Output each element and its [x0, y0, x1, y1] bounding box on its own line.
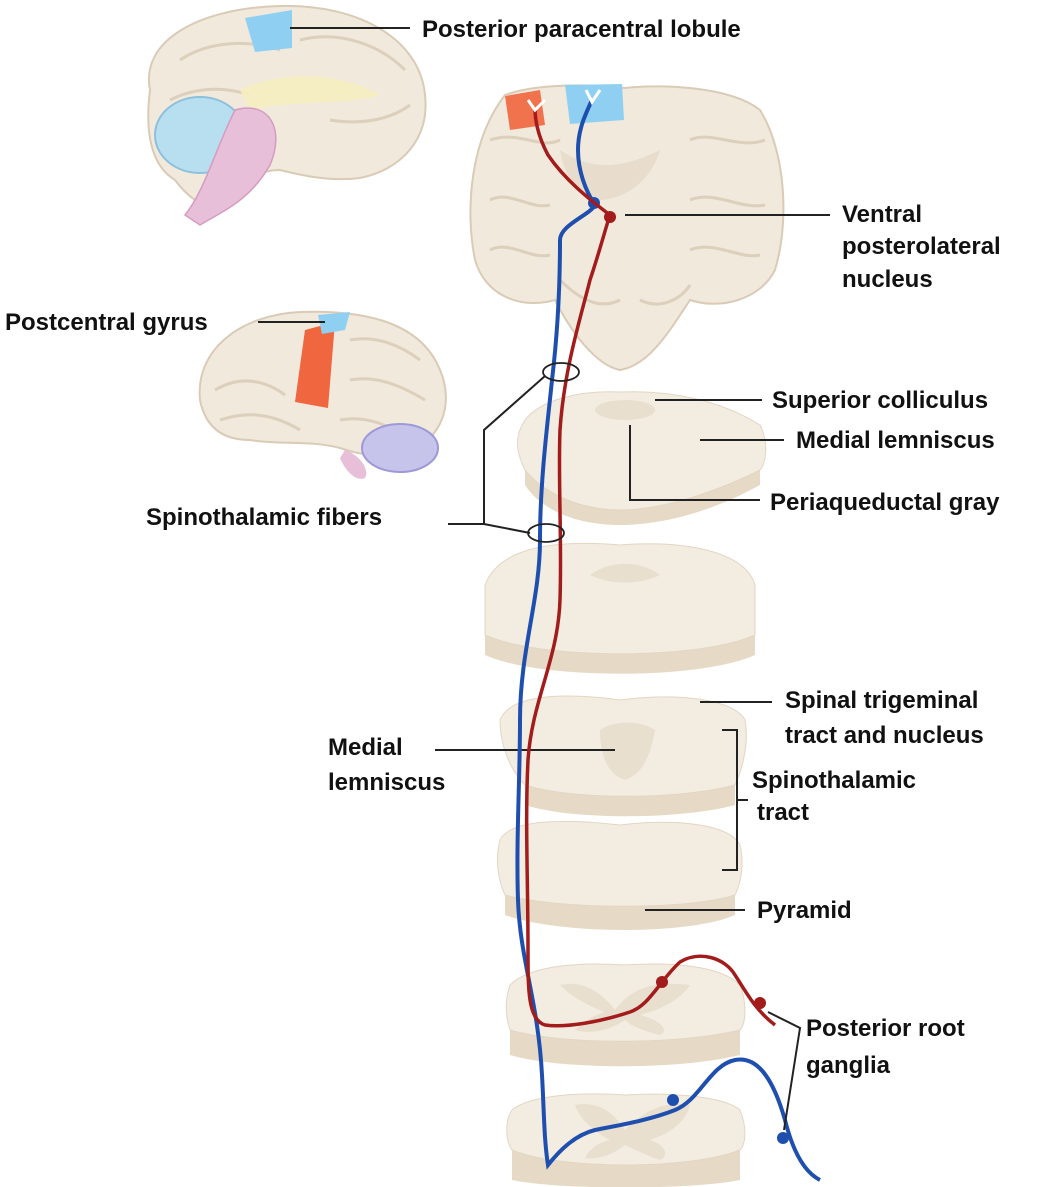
pyramid-label: Pyramid — [757, 897, 852, 924]
spinothalamic-tract-label-line2: tract — [757, 799, 809, 826]
vpl-label-line3: nucleus — [842, 266, 933, 293]
lateral-brain-view-icon — [200, 312, 446, 479]
medial-brain-view-icon — [148, 6, 425, 225]
periaqueductal-gray-label: Periaqueductal gray — [770, 489, 1000, 516]
fiber-ring-upper — [543, 363, 579, 381]
spinothalamic-tract-label-line1: Spinothalamic — [752, 767, 916, 794]
posterior-root-ganglia-label-line2: ganglia — [806, 1052, 891, 1079]
postcentral-gyrus-label: Postcentral gyrus — [5, 309, 208, 336]
medulla-relay-neuron — [667, 1094, 679, 1106]
medial-lemniscus-lower-label-line1: Medial — [328, 734, 403, 761]
posterior-paracentral-lobule-label: Posterior paracentral lobule — [422, 16, 741, 43]
cervical-ganglion-neuron — [754, 997, 766, 1009]
medial-lemniscus-lower-label-line2: lemniscus — [328, 769, 445, 796]
medial-lemniscus-upper-label: Medial lemniscus — [796, 427, 995, 454]
spinothalamic-fibers-label: Spinothalamic fibers — [146, 504, 382, 531]
spinal-trigeminal-label-line2: tract and nucleus — [785, 722, 984, 749]
vpl-label-line2: posterolateral — [842, 233, 1001, 260]
paracentral-leg-area — [565, 84, 624, 124]
postcentral-arm-area — [505, 90, 545, 130]
vpl-spinothalamic-neuron — [604, 211, 616, 223]
vpl-label-line1: Ventral — [842, 201, 922, 228]
spinal-trigeminal-label-line1: Spinal trigeminal — [785, 687, 978, 714]
midbrain-section — [518, 392, 766, 525]
lumbar-ganglion-neuron — [777, 1132, 789, 1144]
lower-medulla-section — [498, 821, 743, 930]
coronal-brain-section-icon — [470, 84, 783, 370]
posterior-root-ganglia-label-line1: Posterior root — [806, 1015, 965, 1042]
superior-colliculus-label: Superior colliculus — [772, 387, 988, 414]
dorsal-horn-neuron — [656, 976, 668, 988]
